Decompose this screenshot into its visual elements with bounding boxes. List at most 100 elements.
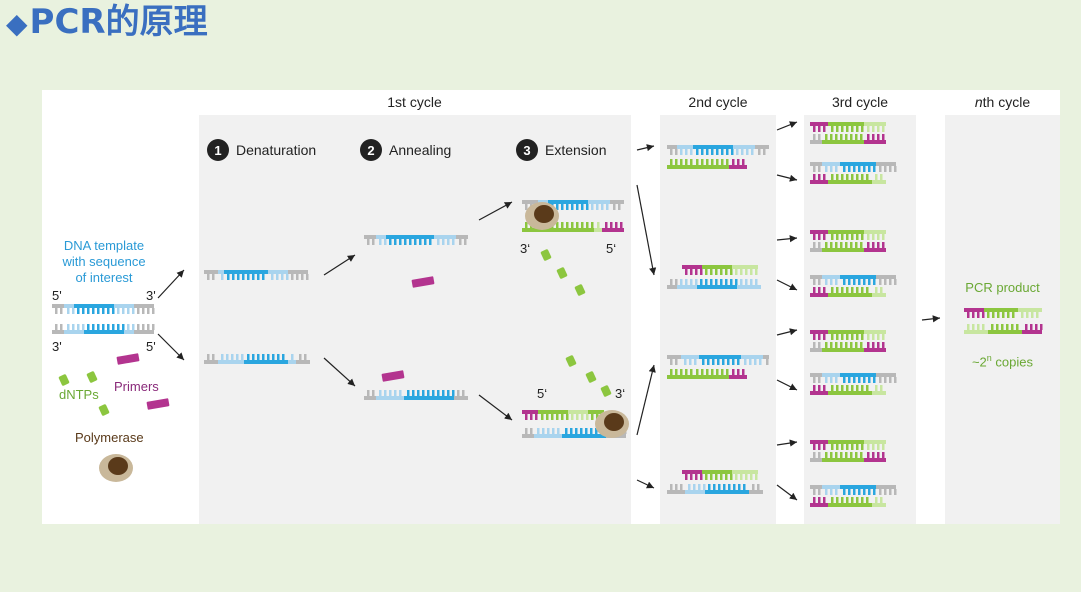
- template-label-line3: of interest: [75, 270, 133, 285]
- dntp-molecule-6: [565, 355, 577, 367]
- c3-row3-top: [810, 275, 897, 285]
- pcr-copies-label: ~2n copies: [945, 350, 1060, 370]
- flow-arrow-7: [636, 184, 657, 276]
- ext-bottom-5prime: 5‘: [537, 386, 548, 401]
- flow-arrow-15: [776, 379, 798, 391]
- c3-row0-top: [810, 122, 886, 132]
- template-label-line2: with sequence: [62, 254, 146, 269]
- cyclen-header-n: n: [974, 94, 983, 110]
- pcr-product-label: PCR product: [965, 280, 1040, 295]
- step-number-3: 3: [516, 139, 538, 161]
- c3-row2-top: [810, 230, 886, 240]
- flow-arrow-17: [776, 484, 798, 501]
- slide-title-text: PCR的原理: [29, 2, 208, 42]
- template-3prime-top: 3': [146, 288, 156, 303]
- flow-arrow-10: [776, 121, 798, 131]
- dntp-molecule-3: [540, 249, 552, 261]
- template-3prime-bottom: 3': [52, 339, 62, 354]
- copies-prefix: ~2: [971, 354, 987, 370]
- c3-row4-bottom: [810, 342, 886, 352]
- denatured-top: [204, 270, 309, 280]
- c3-row5-top: [810, 373, 897, 383]
- reagent-shapes: [58, 202, 629, 482]
- c3-row6-bottom: [810, 452, 886, 462]
- annealing-top: [364, 235, 468, 245]
- dntp-molecule-1: [86, 371, 98, 383]
- primer-molecule-0: [116, 353, 140, 365]
- c3-row1-bottom: [810, 174, 886, 184]
- dntp-molecule-2: [98, 404, 110, 416]
- template-5prime-top: 5': [52, 288, 62, 303]
- ext-top-5prime: 5‘: [606, 241, 617, 256]
- c2-d-bottom: [667, 484, 763, 494]
- flow-arrow-0: [157, 269, 185, 299]
- dna-strands: [52, 122, 1043, 507]
- dntp-molecule-4: [556, 267, 568, 279]
- template-bottom-strand: [52, 324, 155, 334]
- c3-row7-bottom: [810, 497, 886, 507]
- polymerase-molecule: [99, 454, 133, 482]
- ext-bottom-3prime: 3‘: [615, 386, 626, 401]
- template-label: DNA template with sequence of interest: [50, 238, 158, 286]
- c3-row6-top: [810, 440, 886, 450]
- flow-arrow-14: [776, 328, 798, 336]
- cyclen-header: nth cycle: [945, 94, 1060, 110]
- primer-molecule-3: [381, 370, 405, 382]
- flow-arrow-12: [776, 235, 798, 243]
- c3-row3-bottom: [810, 287, 886, 297]
- dntp-molecule-0: [58, 374, 70, 386]
- denatured-bottom: [204, 354, 310, 364]
- polymerase-on-top-strand: [525, 202, 559, 230]
- flow-arrow-5: [478, 201, 513, 221]
- flow-arrow-6: [636, 144, 655, 152]
- cyclen-band: [945, 115, 1060, 524]
- copies-exponent: n: [986, 353, 992, 363]
- cycle3-header: 3rd cycle: [831, 94, 889, 110]
- pcr-diagram-panel: 1st cycle 2nd cycle 3rd cycle nth cycle …: [42, 90, 1060, 524]
- c2-d-top: [682, 470, 758, 480]
- flow-arrow-13: [776, 279, 798, 291]
- product-bottom: [964, 324, 1043, 334]
- dntp-molecule-5: [574, 284, 586, 296]
- flow-arrow-1: [157, 333, 185, 361]
- slide-title: ◆PCR的原理: [6, 0, 208, 44]
- primer-molecule-2: [411, 276, 435, 288]
- c2-b-top: [682, 265, 758, 275]
- product-top: [964, 308, 1042, 318]
- c3-row4-top: [810, 330, 886, 340]
- dntp-molecule-8: [600, 385, 612, 397]
- c2-a-top: [667, 145, 769, 155]
- cycle1-band: [199, 115, 631, 524]
- template-top-strand: [52, 304, 155, 314]
- flow-arrow-11: [776, 174, 798, 182]
- copies-suffix: copies: [991, 354, 1034, 370]
- step-denaturation: 1 Denaturation: [207, 138, 316, 162]
- primers-label: Primers: [114, 379, 159, 394]
- cycle1-header: 1st cycle: [387, 94, 442, 110]
- polymerase-label: Polymerase: [75, 430, 144, 445]
- ext-top-3prime: 3‘: [520, 241, 531, 256]
- flow-arrow-3: [323, 357, 356, 387]
- flow-arrows: [157, 121, 941, 501]
- c3-row5-bottom: [810, 385, 886, 395]
- pcr-artwork: [52, 121, 1043, 507]
- primer-molecule-1: [146, 398, 170, 410]
- step-label-denaturation: Denaturation: [236, 142, 317, 158]
- c3-row2-bottom: [810, 242, 886, 252]
- cycle2-band: [660, 115, 776, 524]
- c3-row1-top: [810, 162, 897, 172]
- step-label-extension: Extension: [545, 142, 607, 158]
- ext-bottom-new: [522, 410, 604, 420]
- flow-arrow-4: [478, 394, 513, 421]
- cycle2-header: 2nd cycle: [688, 94, 748, 110]
- cyclen-header-rest: th cycle: [982, 94, 1031, 110]
- c3-row7-top: [810, 485, 897, 495]
- diamond-bullet-icon: ◆: [6, 7, 28, 40]
- dntps-label: dNTPs: [59, 387, 99, 402]
- c2-a-bottom: [667, 159, 747, 169]
- c2-c-bottom: [667, 369, 747, 379]
- step-number-1: 1: [207, 139, 229, 161]
- annealing-bottom: [364, 390, 468, 400]
- flow-arrow-18: [921, 315, 941, 323]
- polymerase-on-bottom-strand: [595, 410, 629, 438]
